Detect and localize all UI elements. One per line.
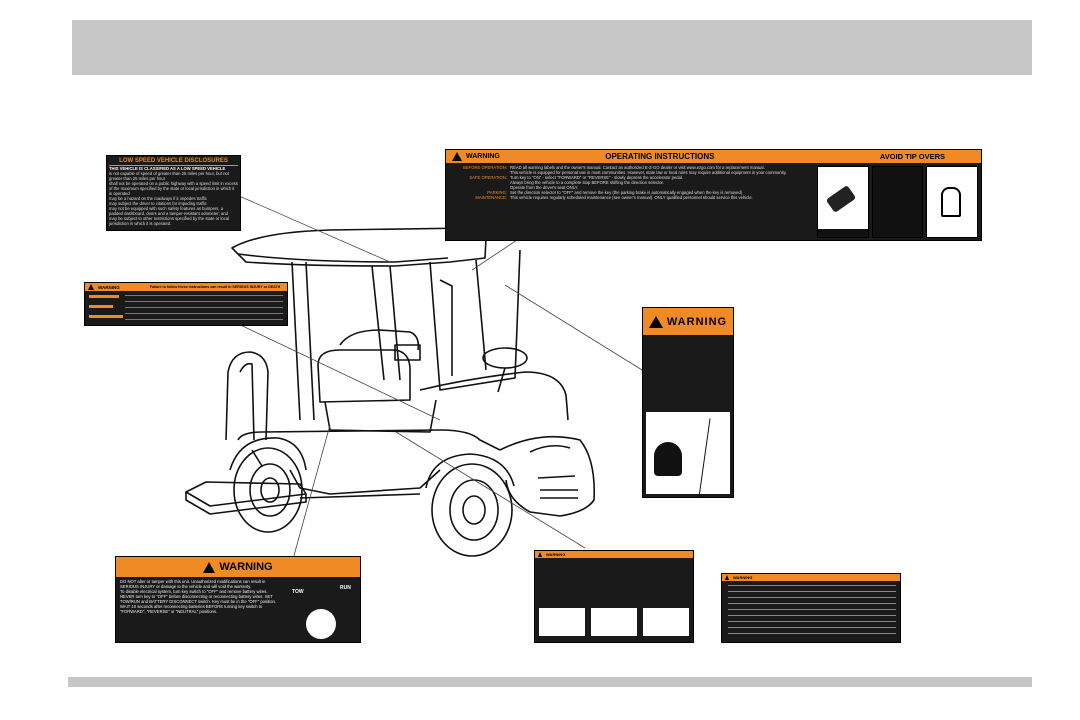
tip-over-pictogram bbox=[817, 166, 869, 238]
low-speed-title: LOW SPEED VEHICLE DISCLOSURES bbox=[109, 158, 238, 166]
op-row: MAINTENANCE:This vehicle requires regula… bbox=[475, 195, 753, 200]
right-warning-title: WARNING bbox=[666, 315, 728, 328]
left-warning-label: WARNING Failure to follow these instruct… bbox=[84, 282, 288, 326]
low-speed-disclosure-label: LOW SPEED VEHICLE DISCLOSURES THIS VEHIC… bbox=[106, 155, 241, 231]
warning-triangle-icon bbox=[203, 561, 216, 573]
low-speed-line-5: may not be equipped with such safety fea… bbox=[109, 206, 228, 216]
op-row: This vehicle is equipped for personal us… bbox=[510, 170, 787, 175]
operating-instructions-label: WARNING OPERATING INSTRUCTIONS AVOID TIP… bbox=[445, 149, 982, 241]
right-warning-label: WARNING bbox=[642, 307, 734, 498]
low-speed-subtitle: THIS VEHICLE IS CLASSIFIED AS A LOW SPEE… bbox=[109, 166, 226, 171]
bottom-right-warning-title: WARNING bbox=[733, 575, 753, 580]
warning-triangle-icon bbox=[538, 552, 542, 557]
warning-triangle-icon bbox=[648, 315, 663, 328]
op-row: Operate from the driver's seat ONLY. bbox=[510, 185, 579, 190]
low-speed-line-4: may subject the driver to citations for … bbox=[109, 201, 207, 206]
bottom-middle-warning-label: WARNING bbox=[534, 550, 694, 643]
pictogram-2 bbox=[591, 608, 637, 636]
head-impact-pictogram bbox=[646, 412, 730, 497]
bottom-middle-warning-title: WARNING bbox=[546, 552, 566, 557]
bottom-left-warning-title: WARNING bbox=[219, 561, 273, 573]
bottom-left-warning-label: WARNING DO NOT alter or tamper with this… bbox=[115, 556, 361, 643]
warning-triangle-icon bbox=[88, 284, 94, 290]
operating-warning: WARNING bbox=[452, 152, 500, 161]
bottom-right-warning-label: WARNING bbox=[721, 573, 901, 643]
warning-triangle-icon bbox=[725, 575, 729, 580]
pictogram-3 bbox=[643, 608, 689, 636]
seatbelt-pictogram bbox=[926, 166, 979, 238]
low-speed-line-3: may be a hazard on the roadways if it im… bbox=[109, 196, 207, 201]
low-speed-line-1: is not capable of speed of greater than … bbox=[109, 171, 229, 181]
op-row: SAFE OPERATION:Turn key to "ON" - select… bbox=[469, 175, 684, 180]
vehicle-tip-icon bbox=[825, 184, 857, 214]
head-icon bbox=[654, 442, 682, 476]
warning-triangle-icon bbox=[452, 152, 462, 161]
op-row: PARKING:Set the direction selector to "O… bbox=[487, 190, 743, 195]
tip-over-dark-panel bbox=[871, 166, 924, 238]
run-label: RUN bbox=[340, 585, 351, 591]
operating-title: OPERATING INSTRUCTIONS bbox=[605, 152, 715, 161]
low-speed-line-6: may be subject to other restrictions spe… bbox=[109, 216, 230, 226]
bottom-left-item-1: DO NOT alter or tamper with this unit. U… bbox=[120, 579, 266, 589]
tip-over-title: AVOID TIP OVERS bbox=[879, 152, 945, 161]
seatbelt-icon bbox=[941, 187, 962, 217]
pictogram-1 bbox=[539, 608, 585, 636]
low-speed-line-2: shall not be operated on a public highwa… bbox=[109, 181, 238, 196]
left-warning-title: WARNING bbox=[98, 284, 120, 290]
op-row: BEFORE OPERATION:READ all warning labels… bbox=[463, 165, 765, 170]
bottom-left-item-4: WAIT 10 seconds after reconnecting batte… bbox=[120, 604, 263, 614]
bottom-left-item-2: To disable electrical system, turn key s… bbox=[120, 589, 268, 594]
bottom-left-item-3: NEVER turn key to "OFF" before disconnec… bbox=[120, 594, 276, 604]
footer-bar bbox=[68, 677, 1032, 687]
tow-run-switch-icon bbox=[306, 609, 336, 639]
left-warning-header-text: Failure to follow these instructions can… bbox=[149, 285, 281, 289]
tow-label: TOW bbox=[292, 589, 304, 595]
header-bar bbox=[72, 20, 1032, 75]
op-row: Always bring the vehicle to a complete s… bbox=[510, 180, 664, 185]
